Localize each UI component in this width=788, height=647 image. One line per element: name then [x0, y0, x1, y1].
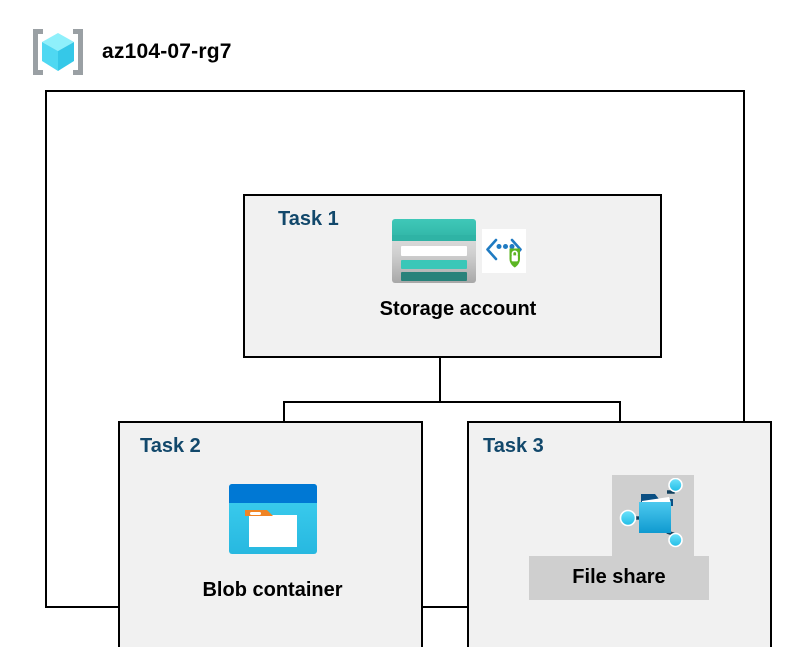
connector-storage-drop: [439, 358, 441, 402]
task-1-label: Task 1: [278, 208, 339, 230]
resource-group-name: az104-07-rg7: [102, 40, 232, 63]
task-1-box: Task 1: [243, 194, 662, 358]
task-2-label: Task 2: [140, 435, 201, 457]
blob-container-icon: [227, 482, 319, 561]
storage-account-caption: Storage account: [379, 298, 537, 320]
storage-account-icon-row: [390, 216, 526, 290]
file-share-caption: File share: [572, 566, 666, 588]
node-file-share[interactable]: File share: [529, 475, 748, 600]
file-share-icon: [617, 477, 689, 555]
resource-group-header: az104-07-rg7: [30, 26, 232, 78]
connector-horizontal-bus: [283, 401, 621, 403]
node-storage-account[interactable]: Storage account: [378, 216, 538, 320]
storage-account-icon: [390, 217, 478, 290]
secure-endpoint-shield-icon: [482, 228, 526, 278]
task-3-label: Task 3: [483, 435, 544, 457]
blob-container-icon-row: [227, 481, 319, 561]
file-share-icon-row: [612, 475, 694, 557]
task-3-box: Task 3: [467, 421, 772, 647]
resource-group-icon: [30, 26, 86, 78]
file-share-caption-highlight: File share: [529, 556, 709, 600]
task-2-box: Task 2: [118, 421, 423, 647]
node-blob-container[interactable]: Blob container: [175, 481, 370, 601]
blob-container-caption: Blob container: [202, 579, 343, 601]
resource-group-boundary: Task 1: [45, 90, 772, 647]
